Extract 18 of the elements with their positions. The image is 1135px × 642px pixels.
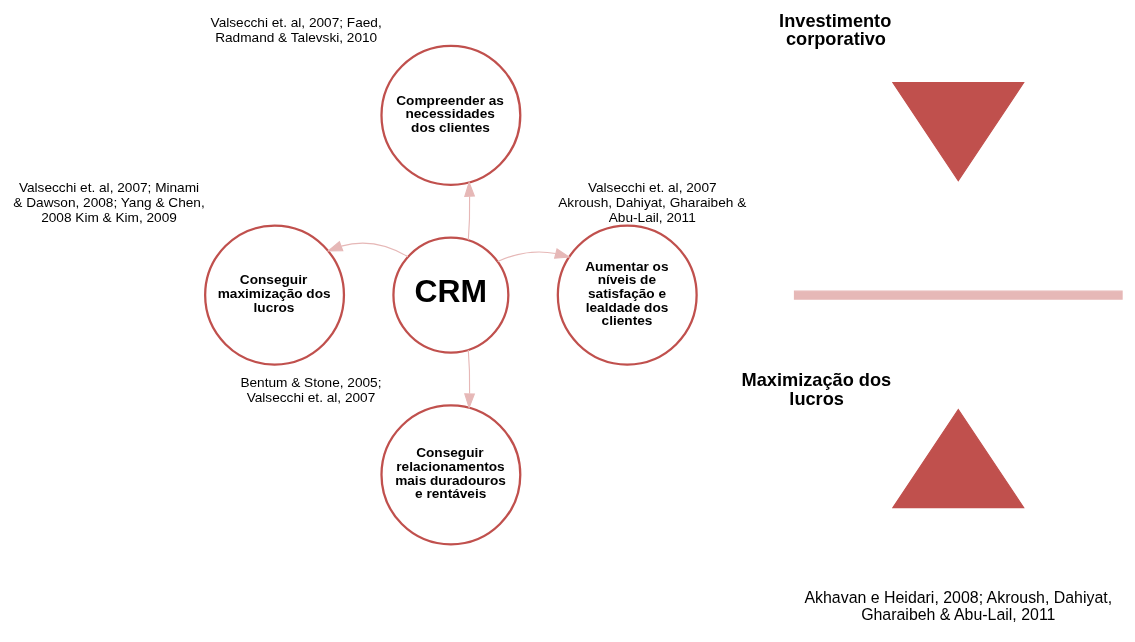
arrow [497,248,571,263]
node-circle: Conseguir relacionamentos mais duradouros e rentáveis [380,404,522,546]
node-arrow [891,408,1025,509]
node-label: Valsecchi et. al, 2007 Akroush, Dahiyat, Gharaibeh & Abu-Lail, 2011 [558,180,747,225]
arrow [464,349,476,410]
node-label: Bentum & Stone, 2005; Valsecchi et. al, 2007 [240,374,382,405]
arrow [464,180,476,241]
node-bar [793,290,1123,300]
node-label: Valsecchi et. al, 2007; Faed, Radmand & Talevski, 2010 [210,15,382,46]
node-label: Maximização dos lucros [741,370,892,409]
node-circle: Aumentar os níveis de satisfação e lealdade dos clientes [556,224,698,366]
arrow [326,240,409,258]
node-arrow [891,82,1025,182]
node-label: Investimento corporativo [779,10,892,50]
label: Akhavan e Heidari, 2008; Akroush, Dahiyat, Gharaibeh & Abu-Lail, 2011 [804,588,1113,623]
node-circle: CRM [392,236,510,354]
node-circle: Compreender as necessidades dos clientes [380,44,522,186]
node-label: Valsecchi et. al, 2007; Minami & Dawson, 2008; Yang & Chen, 2008 Kim & Kim, 2009 [13,180,205,225]
